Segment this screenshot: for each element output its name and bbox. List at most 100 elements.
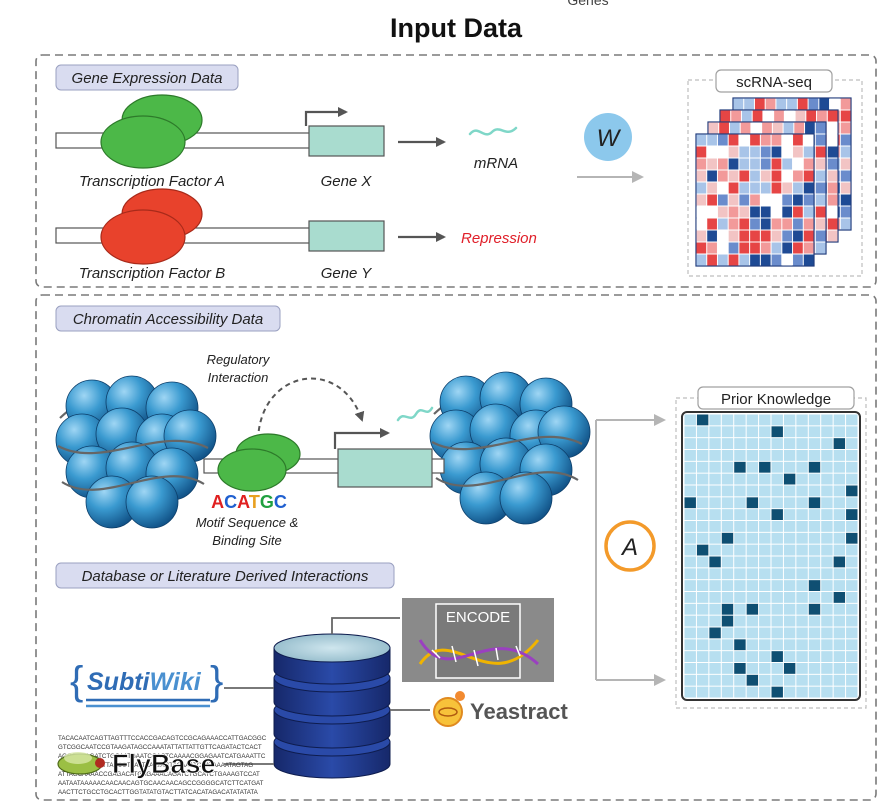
prior-cell [759, 663, 771, 674]
database-label-pill [55, 562, 395, 589]
heatmap-cell [728, 158, 739, 170]
heatmap-cell [717, 194, 728, 206]
prior-cell [783, 663, 796, 674]
heatmap-cell [717, 182, 728, 194]
prior-cell [709, 639, 721, 651]
prior-cell [771, 686, 783, 698]
prior-cell [709, 556, 721, 568]
prior-cell [821, 544, 833, 556]
heatmap-cell [840, 194, 851, 206]
heatmap-cell [772, 122, 783, 134]
svg-text:}: } [210, 659, 223, 703]
prior-cell [846, 544, 858, 556]
heatmap-cell [760, 194, 771, 206]
heatmap-cell [803, 194, 814, 206]
prior-cell [796, 568, 808, 580]
prior-cell [721, 674, 734, 686]
prior-cell [709, 461, 721, 473]
heatmap-cell [696, 254, 707, 266]
heatmap-cell [728, 206, 739, 218]
chromatin-panel [35, 294, 877, 801]
prior-cell [833, 603, 846, 615]
prior-cell [771, 556, 783, 568]
prior-cell [796, 674, 808, 686]
prior-cell [821, 438, 833, 449]
heatmap-cell [750, 218, 760, 230]
prior-cell [721, 532, 734, 544]
heatmap-cell [815, 230, 826, 242]
heatmap-cell [782, 254, 793, 266]
heatmap-cell [803, 134, 814, 146]
prior-cell [684, 461, 696, 473]
wrapped-dna [435, 471, 579, 487]
prior-cell [734, 663, 746, 674]
prior-cell [721, 485, 734, 497]
prior-cell [833, 461, 846, 473]
prior-cell [771, 627, 783, 639]
heatmap-cell [827, 146, 838, 158]
prior-cell [783, 544, 796, 556]
yeastract-label: Yeastract [470, 699, 569, 724]
dna-sequence-line: AACTTCTGCCTGCACTTGGTATATGTACTTATCACATAGA… [58, 789, 259, 796]
heatmap-cell [739, 242, 750, 254]
motif-label-line2: Binding Site [212, 533, 281, 548]
heatmap-cell [793, 170, 803, 182]
prior-cell [709, 414, 721, 426]
prior-cell [771, 521, 783, 532]
prior-cell [821, 473, 833, 485]
prior-cell [721, 663, 734, 674]
heatmap-cell [771, 206, 782, 218]
heatmap-cell [696, 218, 707, 230]
chromatin-mrna-squiggle-icon [396, 406, 434, 422]
prior-cell [759, 568, 771, 580]
prior-cell [783, 426, 796, 438]
heatmap-cell [760, 206, 771, 218]
heatmap-cell [739, 230, 750, 242]
prior-cell [796, 521, 808, 532]
prior-cell [696, 580, 709, 591]
heatmap-cell [739, 182, 750, 194]
heatmap-cell [760, 182, 771, 194]
nucleosome-cluster-left [55, 375, 217, 529]
prior-cell [746, 509, 759, 520]
heatmap-cell [719, 122, 729, 134]
prior-cell [746, 556, 759, 568]
encode-label: ENCODE [446, 609, 510, 626]
heatmap-cell [707, 230, 717, 242]
prior-cell [783, 686, 796, 698]
motif-letter-2: C [224, 492, 237, 512]
prior-cell [684, 521, 696, 532]
prior-cell [808, 627, 821, 639]
prior-cell [696, 568, 709, 580]
prior-cell [684, 674, 696, 686]
prior-cell [696, 473, 709, 485]
motif-letter-6: C [274, 492, 287, 512]
prior-cell [846, 627, 858, 639]
heatmap-cell [707, 194, 717, 206]
prior-cell [734, 651, 746, 662]
prior-cell [759, 674, 771, 686]
heatmap-cell [805, 122, 815, 134]
prior-cell [808, 663, 821, 674]
prior-cell [771, 414, 783, 426]
heatmap-cell [717, 218, 728, 230]
repression-label: Repression [461, 230, 537, 247]
prior-cell [684, 450, 696, 461]
heatmap-cell [771, 230, 782, 242]
prior-cell [746, 627, 759, 639]
prior-cell [796, 497, 808, 509]
heatmap-cell [740, 122, 751, 134]
prior-cell [721, 521, 734, 532]
prior-cell [746, 414, 759, 426]
prior-cell [696, 497, 709, 509]
prior-cell [821, 592, 833, 603]
prior-cell [846, 686, 858, 698]
prior-cell [746, 521, 759, 532]
scrna-label: scRNA-seq [736, 74, 812, 91]
heatmap-cell [782, 218, 793, 230]
heatmap-cell [815, 170, 826, 182]
prior-cell [796, 663, 808, 674]
heatmap-cell [827, 218, 838, 230]
heatmap-cell [827, 110, 838, 122]
prior-cell [684, 592, 696, 603]
